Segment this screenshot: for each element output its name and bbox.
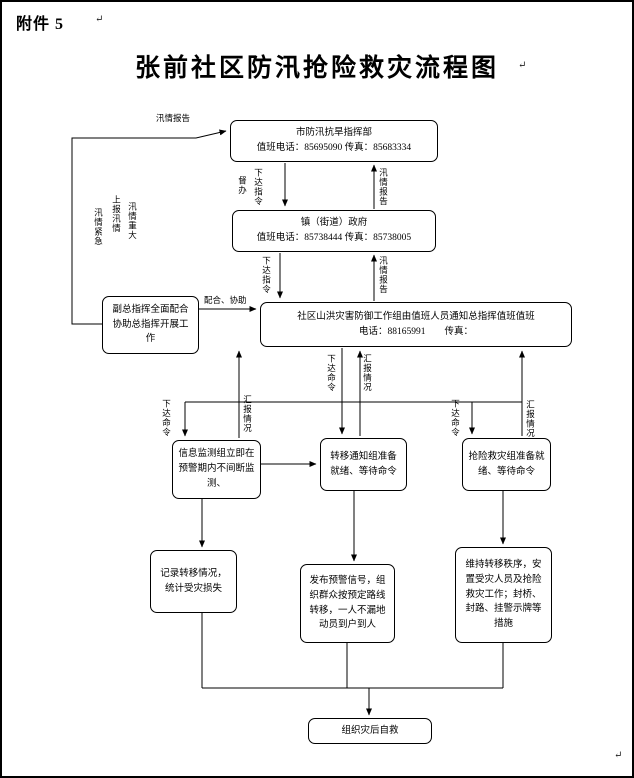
attachment-label: 附件 5 — [16, 16, 65, 33]
page-title: 张前社区防汛抢险救灾流程图 — [134, 55, 499, 82]
edge-label-command-mid: 下达命令 — [326, 354, 337, 392]
edge-label-urgent-1: 汛情紧急 — [93, 208, 104, 246]
node-deputy-commander: 副总指挥全面配合协助总指挥开展工作 — [102, 296, 199, 354]
node-town-gov-phone: 值班电话：85738444 传真：85738005 — [256, 233, 412, 243]
node-rescue-team: 抢险救灾组准备就绪、等待命令 — [462, 438, 551, 491]
edge-label-coordinate: 配合、协助 — [204, 295, 247, 305]
node-maintain-order: 维持转移秩序，安置受灾人员及抢险救灾工作；封桥、封路、挂警示牌等措施 — [455, 547, 552, 643]
node-community-group: 社区山洪灾害防御工作组由值班人员通知总指挥值班值班 电话：88165991 传真… — [260, 302, 572, 347]
node-city-hq: 市防汛抗旱指挥部 值班电话：85695090 传真：85683334 — [230, 120, 438, 162]
edge-label-command-left: 下达命令 — [161, 399, 172, 437]
node-town-gov: 镇（街道）政府 值班电话：85738444 传真：85738005 — [232, 210, 436, 252]
node-rescue-text: 抢险救灾组准备就绪、等待命令 — [468, 451, 545, 477]
edge-label-feedback-left: 汇报情况 — [242, 395, 253, 433]
node-transfer-team: 转移通知组准备就绪、等待命令 — [320, 438, 407, 491]
node-city-hq-phone: 值班电话：85695090 传真：85683334 — [256, 143, 412, 153]
node-record-text: 记录转移情况，统计受灾损失 — [160, 568, 227, 594]
node-record-loss: 记录转移情况，统计受灾损失 — [150, 550, 237, 613]
node-community-line2: 电话：88165991 传真： — [358, 326, 473, 337]
edge-label-issue-order-2: 下达指令 — [261, 256, 272, 294]
node-self-rescue: 组织灾后自救 — [308, 718, 432, 744]
edge-label-report-1: 汛情报告 — [378, 168, 389, 206]
edge-label-supervise: 督办 — [237, 176, 248, 195]
edge-label-report-top: 汛情报告 — [156, 113, 191, 123]
edge-label-feedback-right: 汇报情况 — [525, 400, 536, 438]
edge-label-report-2: 汛情报告 — [378, 256, 389, 294]
node-monitor-text: 信息监测组立即在预警期内不间断监测、 — [178, 449, 255, 489]
node-deputy-text: 副总指挥全面配合协助总指挥开展工作 — [112, 304, 189, 345]
node-community-line1: 社区山洪灾害防御工作组由值班人员通知总指挥值班值班 — [297, 311, 535, 322]
edge-label-urgent-2: 上报汛情 — [111, 195, 122, 233]
paragraph-mark: ↵ — [614, 750, 623, 761]
node-warning-signal: 发布预警信号，组织群众按预定路线转移，一人不漏地动员到户到人 — [300, 564, 395, 643]
paragraph-mark: ↵ — [95, 14, 104, 25]
node-self-rescue-text: 组织灾后自救 — [341, 725, 399, 736]
edge-label-urgent-3: 汛情重大 — [127, 202, 138, 240]
edge-label-feedback-mid: 汇报情况 — [362, 354, 373, 392]
node-town-gov-name: 镇（街道）政府 — [300, 218, 368, 229]
node-monitor-team: 信息监测组立即在预警期内不间断监测、 — [172, 440, 261, 499]
node-city-hq-name: 市防汛抗旱指挥部 — [295, 128, 372, 139]
edge-label-command-right: 下达命令 — [450, 399, 461, 437]
edge-label-issue-order-1: 下达指令 — [253, 168, 264, 206]
node-transfer-text: 转移通知组准备就绪、等待命令 — [330, 451, 397, 477]
node-warning-text: 发布预警信号，组织群众按预定路线转移，一人不漏地动员到户到人 — [309, 576, 386, 631]
paragraph-mark: ↵ — [518, 60, 527, 71]
node-order-text: 维持转移秩序，安置受灾人员及抢险救灾工作；封桥、封路、挂警示牌等措施 — [465, 560, 542, 630]
